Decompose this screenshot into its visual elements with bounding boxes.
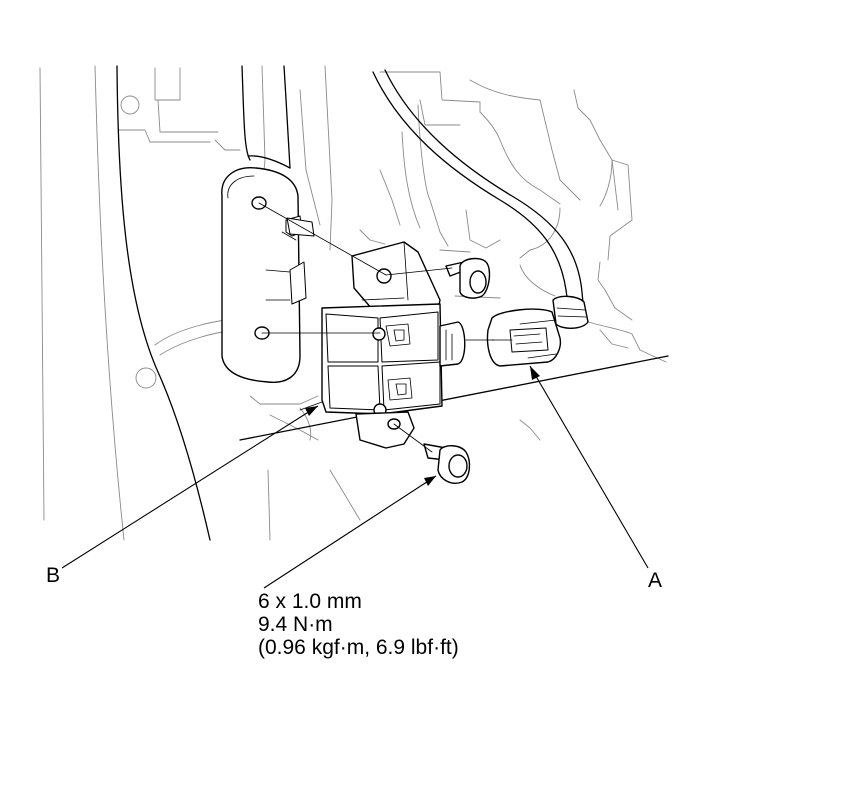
- torque-spec-arrowhead: [424, 476, 436, 486]
- bolt-size-text: 6 x 1.0 mm: [258, 590, 362, 613]
- alignment-lines: [258, 202, 495, 453]
- callout-a-arrowhead: [530, 366, 540, 380]
- lower-bolt: [423, 443, 471, 484]
- callout-a-leader: [529, 365, 649, 569]
- callout-a-label: A: [648, 569, 663, 592]
- callout-b-leader: [61, 405, 319, 569]
- body-pillar: [116, 65, 291, 541]
- callout-b-arrowhead: [305, 406, 318, 416]
- sensor-b-assembly: [299, 241, 466, 449]
- torque-spec: 6 x 1.0 mm 9.4 N·m (0.96 kgf·m, 6.9 lbf·…: [258, 590, 459, 659]
- connector-a: [486, 308, 562, 367]
- callout-b-label: B: [46, 564, 61, 587]
- torque-nm-text: 9.4 N·m: [258, 613, 333, 636]
- torque-spec-leader: [263, 475, 437, 589]
- upper-bolt: [445, 257, 491, 299]
- wire-harness: [372, 69, 589, 329]
- torque-alt-units-text: (0.96 kgf·m, 6.9 lbf·ft): [258, 636, 459, 659]
- mounting-bracket: [221, 167, 315, 383]
- floor-line: [239, 355, 669, 441]
